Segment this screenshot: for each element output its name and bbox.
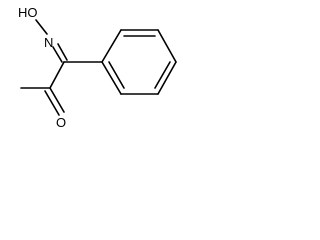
- ring-bond-6: [101, 61, 122, 95]
- carbonyl-oxygen-label: O: [56, 115, 66, 130]
- oxime-nitrogen-label: N: [44, 35, 53, 50]
- ring-double-3: [108, 61, 125, 89]
- bond-n-c-inner: [52, 46, 63, 63]
- bond-c-c-carbonyl: [49, 61, 65, 89]
- structure-canvas: HO N O: [0, 0, 186, 155]
- ring-bond-3: [157, 29, 177, 63]
- ring-bond-1: [101, 29, 122, 63]
- bond-c-o-outer: [49, 87, 65, 113]
- bond-o-n: [35, 19, 48, 35]
- hydroxyl-label: HO: [18, 5, 38, 20]
- bond-n-c-outer: [57, 43, 68, 61]
- molecule-drawing: HO N O: [18, 5, 177, 130]
- bond-c-o-inner: [44, 90, 60, 116]
- ring-double-2: [154, 61, 171, 89]
- ring-bond-4: [157, 61, 177, 95]
